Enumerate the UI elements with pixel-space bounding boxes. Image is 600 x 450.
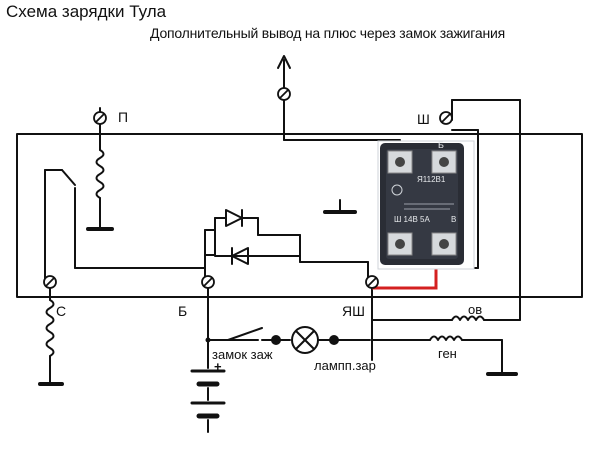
maker-logo <box>391 184 403 196</box>
label-terminal-ysh: ЯШ <box>342 303 365 319</box>
diagram-subtitle: Дополнительный вывод на плюс через замок… <box>150 25 506 41</box>
lamp-contact-right <box>329 335 339 345</box>
regulator-pin-b: Б <box>438 140 444 150</box>
label-generator: ген <box>438 346 457 361</box>
terminal-screw-ysh <box>365 275 379 289</box>
label-terminal-c: С <box>56 303 67 319</box>
coil-c <box>45 299 55 357</box>
voltage-regulator <box>377 140 475 270</box>
coil-gen <box>429 335 463 341</box>
label-terminal-sh: Ш <box>417 111 430 127</box>
label-terminal-b: Б <box>178 303 188 319</box>
label-terminal-p: П <box>118 109 129 125</box>
regulator-model: Я112В1 <box>417 175 446 184</box>
terminal-screw-c <box>43 275 57 289</box>
label-field-winding: ов <box>468 302 483 317</box>
terminal-screw-top <box>277 87 291 101</box>
diagram-title: Схема зарядки Тула <box>6 2 167 21</box>
lamp-contact-left <box>271 335 281 345</box>
label-battery-plus: + <box>214 359 222 374</box>
junction-dot <box>205 337 211 343</box>
label-charge-lamp: лампп.зар <box>314 358 376 373</box>
terminal-screw-sh <box>439 111 453 125</box>
ignition-switch-blade <box>227 327 263 341</box>
diode-upper <box>225 209 243 227</box>
label-ignition-switch: замок заж <box>212 347 273 362</box>
regulator-rating: Ш 14В 5А <box>394 215 430 224</box>
coil-p <box>95 149 105 199</box>
coil-ov <box>451 315 485 321</box>
terminal-screw-b <box>201 275 215 289</box>
relay-housing <box>16 133 583 298</box>
terminal-screw-p <box>93 111 107 125</box>
output-arrow <box>277 55 291 69</box>
regulator-pin-v: В <box>451 215 457 224</box>
